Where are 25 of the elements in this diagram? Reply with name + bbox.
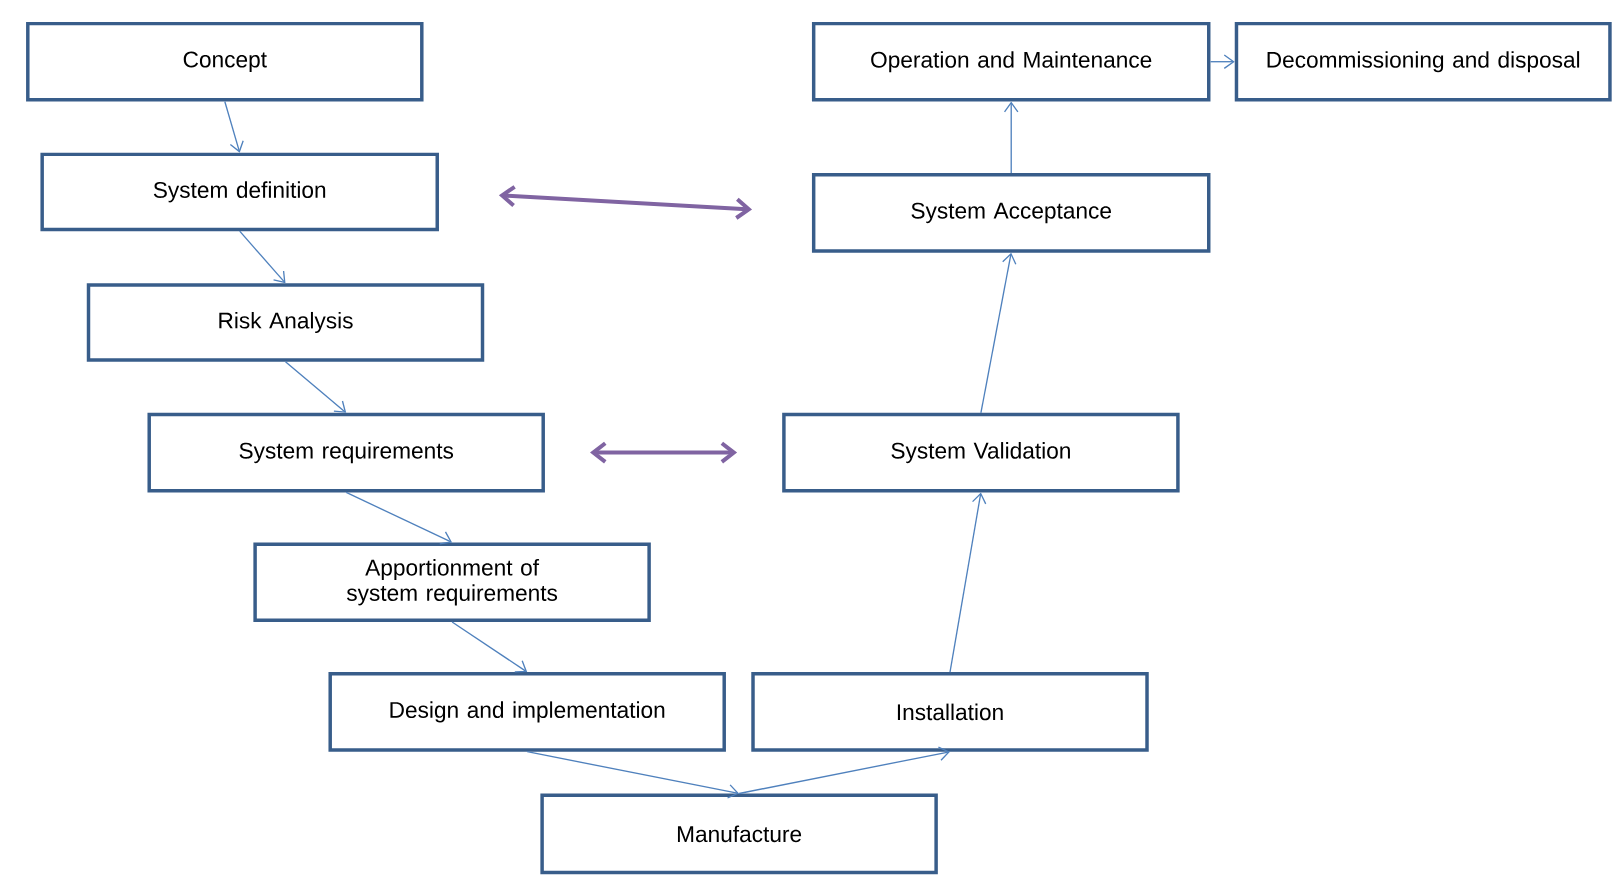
arrow [590,441,738,464]
process-box: Manufacture [540,793,938,875]
arrow [224,100,244,153]
arrow [980,252,1017,414]
arrow [451,621,528,673]
arrow [1003,101,1019,174]
process-box: Decommissioning and disposal [1234,21,1612,102]
arrow [1209,54,1235,70]
arrow [284,361,347,413]
process-box: System Validation [782,412,1180,493]
arrow [949,492,987,673]
arrow [526,751,740,799]
arrow [345,491,453,545]
process-box: System requirements [147,412,545,493]
process-box: Installation [751,672,1149,752]
arrow [498,185,753,220]
process-box: Apportionment of system requirements [253,542,651,622]
arrow [239,230,286,284]
arrow [738,746,950,795]
process-box: Operation and Maintenance [811,21,1211,102]
process-box: Risk Analysis [86,283,485,362]
process-box: Concept [26,21,424,102]
process-box: System definition [40,152,439,232]
process-box: System Acceptance [811,173,1211,253]
process-box: Design and implementation [328,672,726,752]
